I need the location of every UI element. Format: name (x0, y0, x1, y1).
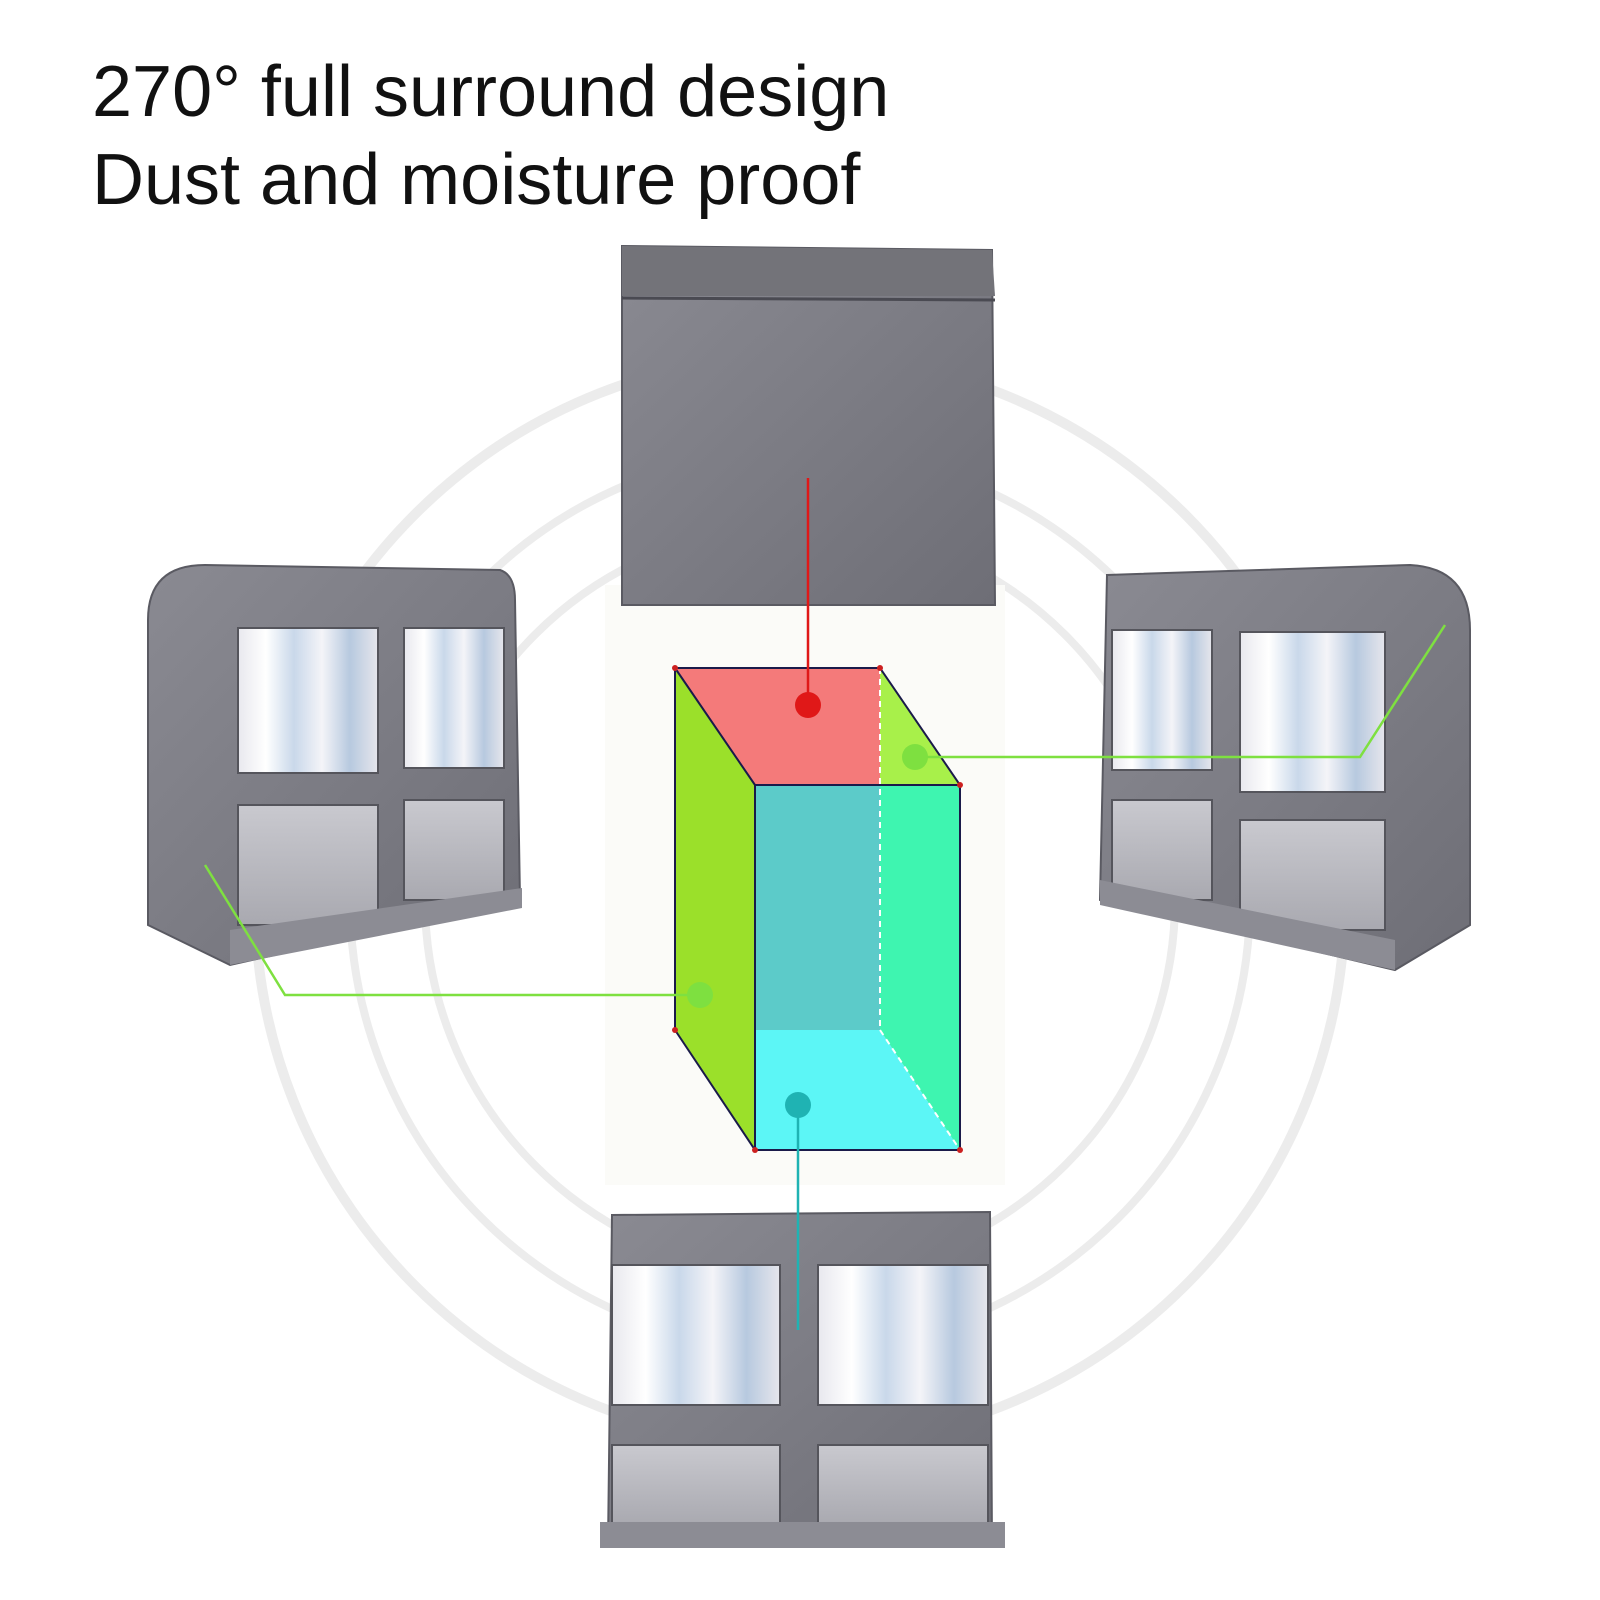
headline-line-2: Dust and moisture proof (92, 140, 861, 220)
headline-line-1: 270° full surround design (92, 52, 890, 132)
bottom-panel (755, 1030, 960, 1150)
wardrobe-box-diagram-icon (672, 665, 963, 1153)
front-panel (755, 785, 880, 1030)
headline: 270° full surround design Dust and moist… (92, 48, 889, 224)
right-side-panel (880, 668, 960, 1150)
wardrobe-cover-top-view-icon (621, 244, 997, 606)
wardrobe-cover-right-view-icon (1098, 563, 1471, 972)
wardrobe-cover-left-view-icon (147, 563, 522, 967)
wardrobe-cover-front-view-icon (600, 1210, 1005, 1548)
leader-lines (203, 478, 1447, 1330)
left-side-panel (675, 668, 755, 1150)
leader-dots (687, 692, 928, 1118)
